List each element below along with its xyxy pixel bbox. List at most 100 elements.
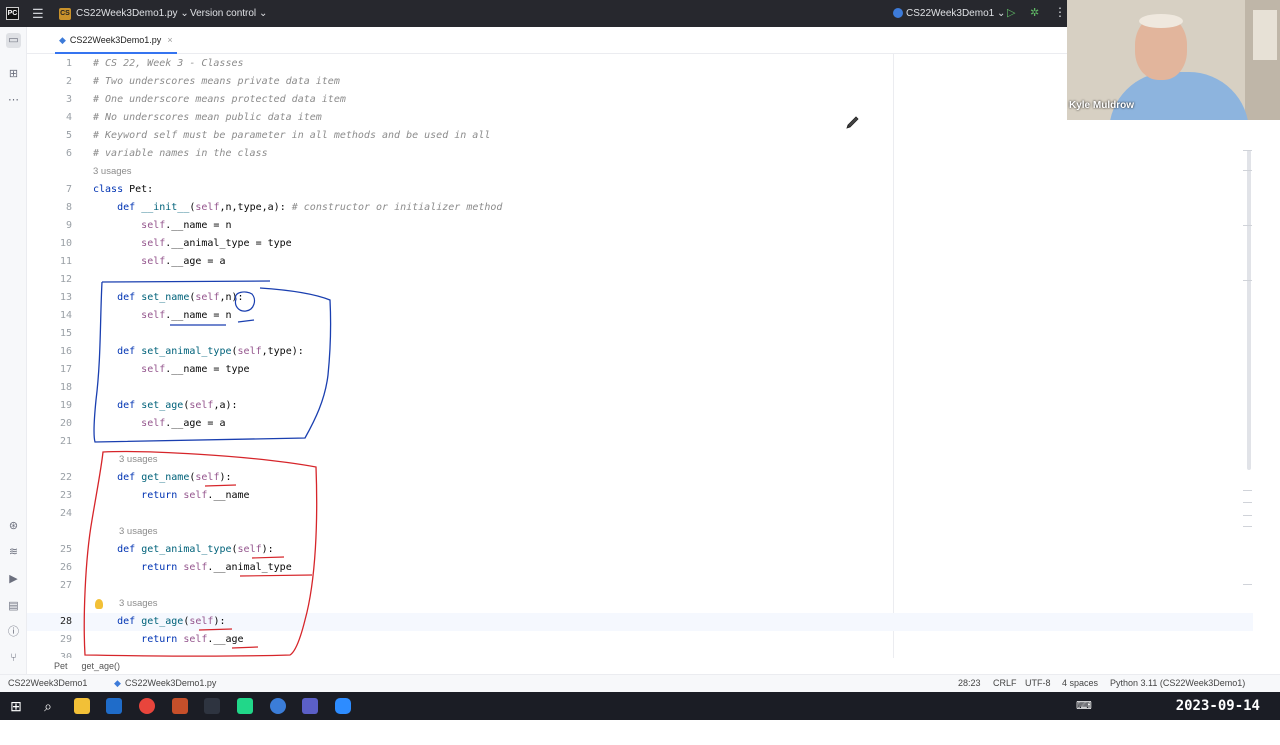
line-number: 11 — [59, 256, 72, 267]
code-text: def set_name(self,n): — [93, 289, 243, 307]
search-icon[interactable]: ⌕ — [44, 698, 52, 714]
code-token: self — [189, 616, 214, 627]
breadcrumb-class[interactable]: Pet — [54, 661, 68, 671]
code-line[interactable]: 12 — [27, 271, 1253, 289]
code-line[interactable]: 22 def get_name(self): — [27, 469, 1253, 487]
debug-icon[interactable]: ✲ — [1030, 7, 1040, 19]
presenter-hair — [1139, 14, 1183, 28]
usages-hint[interactable]: 3 usages — [93, 166, 132, 177]
code-token: ): — [213, 616, 226, 627]
code-line[interactable]: 4# No underscores mean public data item — [27, 109, 1253, 127]
code-line[interactable]: 16 def set_animal_type(self,type): — [27, 343, 1253, 361]
code-text: return self.__name — [93, 487, 249, 505]
code-line[interactable]: 18 — [27, 379, 1253, 397]
outlook-icon[interactable] — [106, 698, 122, 714]
python-file-icon: ◆ — [59, 35, 66, 45]
zoom-icon[interactable] — [335, 698, 351, 714]
usages-hint[interactable]: 3 usages — [119, 454, 158, 465]
office-icon[interactable] — [172, 698, 188, 714]
code-line[interactable]: 24 — [27, 505, 1253, 523]
editor-scrollbar[interactable] — [1247, 150, 1251, 470]
code-token: def — [117, 544, 142, 555]
main-menu-icon[interactable]: ☰ — [32, 6, 44, 21]
code-line[interactable]: 19 def set_age(self,a): — [27, 397, 1253, 415]
windows-start-icon[interactable]: ⊞ — [10, 698, 22, 714]
code-line[interactable]: 17 self.__name = type — [27, 361, 1253, 379]
code-line[interactable]: 25 def get_animal_type(self): — [27, 541, 1253, 559]
code-token — [93, 616, 117, 627]
version-control-menu[interactable]: Version control ⌄ — [190, 8, 267, 19]
code-line[interactable]: 1# CS 22, Week 3 - Classes — [27, 55, 1253, 73]
code-line[interactable]: 6# variable names in the class — [27, 145, 1253, 163]
python-interpreter[interactable]: Python 3.11 (CS22Week3Demo1) — [1110, 678, 1246, 688]
code-token: .__animal_type = type — [165, 238, 292, 249]
code-line[interactable]: 26 return self.__animal_type — [27, 559, 1253, 577]
code-token: # No underscores mean public data item — [93, 112, 322, 123]
code-line[interactable]: 8 def __init__(self,n,type,a): # constru… — [27, 199, 1253, 217]
line-ending[interactable]: CRLF — [993, 678, 1017, 688]
breadcrumb-method[interactable]: get_age() — [81, 661, 121, 671]
terminal-icon[interactable]: ▤ — [8, 600, 19, 612]
code-line[interactable]: 14 self.__name = n — [27, 307, 1253, 325]
chrome-icon[interactable] — [139, 698, 155, 714]
status-file[interactable]: CS22Week3Demo1.py — [125, 678, 217, 688]
scroll-marker — [1243, 502, 1252, 503]
caret-position[interactable]: 28:23 — [958, 678, 981, 688]
code-line[interactable]: 29 return self.__age — [27, 631, 1253, 649]
code-line[interactable]: 13 def set_name(self,n): — [27, 289, 1253, 307]
status-project[interactable]: CS22Week3Demo1 — [8, 678, 88, 688]
code-line[interactable]: 11 self.__age = a — [27, 253, 1253, 271]
code-token: get_animal_type — [141, 544, 232, 555]
code-token: return — [141, 634, 184, 645]
code-line[interactable]: 23 return self.__name — [27, 487, 1253, 505]
close-tab-icon[interactable]: × — [167, 35, 173, 45]
code-line[interactable]: 20 self.__age = a — [27, 415, 1253, 433]
keyboard-icon[interactable]: ⌨ — [1076, 700, 1092, 712]
pen-tool-icon[interactable] — [204, 698, 220, 714]
structure-icon[interactable]: ⊞ — [8, 68, 19, 80]
project-selector[interactable]: CS22Week3Demo1.py ⌄ — [76, 8, 189, 19]
services-icon[interactable]: ▶ — [9, 573, 18, 585]
line-number: 13 — [59, 292, 72, 303]
run-configuration-selector[interactable]: CS22Week3Demo1 ⌄ — [906, 8, 1005, 19]
python-packages-icon[interactable]: ⊛ — [8, 520, 19, 532]
layers-icon[interactable]: ≋ — [8, 546, 19, 558]
more-actions-icon[interactable]: ⋮ — [1054, 5, 1066, 19]
more-tools-icon[interactable]: ⋯ — [8, 94, 19, 106]
code-line[interactable]: 5# Keyword self must be parameter in all… — [27, 127, 1253, 145]
code-token: # CS 22, Week 3 - Classes — [93, 58, 244, 69]
code-line[interactable]: 21 — [27, 433, 1253, 451]
usages-hint[interactable]: 3 usages — [119, 526, 158, 537]
code-line[interactable]: 15 — [27, 325, 1253, 343]
code-line[interactable]: 10 self.__animal_type = type — [27, 235, 1253, 253]
code-line[interactable]: 30 — [27, 649, 1253, 658]
file-explorer-icon[interactable] — [74, 698, 90, 714]
usages-hint[interactable]: 3 usages — [119, 598, 158, 609]
code-token: .__name = type — [165, 364, 250, 375]
git-icon[interactable]: ⑂ — [10, 652, 17, 664]
line-number: 12 — [59, 274, 72, 285]
annotate-app-icon[interactable] — [270, 698, 286, 714]
teams-icon[interactable] — [302, 698, 318, 714]
pycharm-taskbar-icon[interactable] — [237, 698, 253, 714]
scroll-marker — [1243, 584, 1252, 585]
project-folder-icon[interactable]: ▭ — [6, 33, 21, 48]
file-encoding[interactable]: UTF-8 — [1025, 678, 1051, 688]
code-line[interactable]: 2# Two underscores means private data it… — [27, 73, 1253, 91]
code-token — [93, 310, 141, 321]
code-line[interactable]: 3# One underscore means protected data i… — [27, 91, 1253, 109]
code-line[interactable]: 27 — [27, 577, 1253, 595]
indent-setting[interactable]: 4 spaces — [1062, 678, 1099, 688]
tab-cs22week3demo1[interactable]: ◆CS22Week3Demo1.py× — [55, 27, 177, 54]
code-token: self — [237, 544, 262, 555]
problems-icon[interactable]: ⓘ — [8, 626, 19, 638]
scroll-marker — [1243, 515, 1252, 516]
code-line[interactable]: 9 self.__name = n — [27, 217, 1253, 235]
code-token: .__animal_type — [207, 562, 292, 573]
code-line[interactable]: 28 def get_age(self): — [27, 613, 1253, 631]
run-icon[interactable]: ▷ — [1007, 7, 1016, 19]
code-token: .__age = a — [165, 256, 226, 267]
intention-bulb-icon[interactable] — [95, 599, 103, 609]
